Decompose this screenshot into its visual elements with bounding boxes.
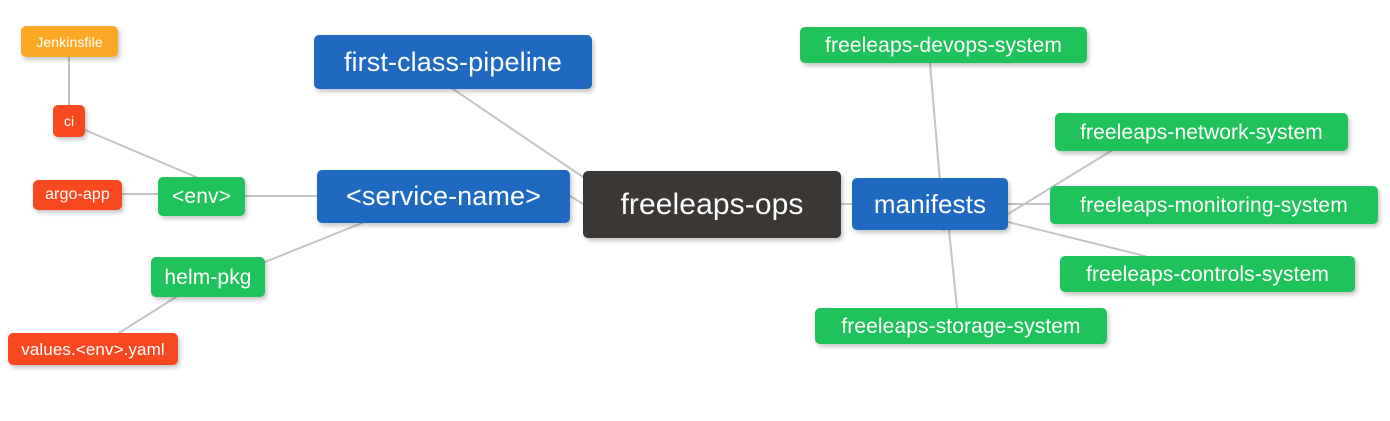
node-root[interactable]: freeleaps-ops <box>583 171 841 238</box>
edge-root-to-service-name <box>569 195 584 205</box>
node-storage-system[interactable]: freeleaps-storage-system <box>815 308 1107 344</box>
node-network-system[interactable]: freeleaps-network-system <box>1055 113 1348 151</box>
node-argo-app[interactable]: argo-app <box>33 180 122 210</box>
edge-env-to-ci <box>84 129 197 178</box>
node-controls-system[interactable]: freeleaps-controls-system <box>1060 256 1355 292</box>
edge-service-name-to-helm-pkg <box>264 222 363 263</box>
node-values-yaml[interactable]: values.<env>.yaml <box>8 333 178 365</box>
edge-manifests-to-controls-system <box>1007 221 1146 257</box>
node-devops-system[interactable]: freeleaps-devops-system <box>800 27 1087 63</box>
node-jenkinsfile[interactable]: Jenkinsfile <box>21 26 118 57</box>
edge-helm-pkg-to-values-yaml <box>118 296 177 334</box>
node-ci[interactable]: ci <box>53 105 85 137</box>
node-env[interactable]: <env> <box>158 177 245 216</box>
edge-manifests-to-storage-system <box>948 229 958 309</box>
node-service-name[interactable]: <service-name> <box>317 170 570 223</box>
node-helm-pkg[interactable]: helm-pkg <box>151 257 265 297</box>
node-first-class[interactable]: first-class-pipeline <box>314 35 592 89</box>
node-manifests[interactable]: manifests <box>852 178 1008 230</box>
node-monitoring-system[interactable]: freeleaps-monitoring-system <box>1050 186 1378 224</box>
edge-root-to-first-class <box>452 88 584 178</box>
